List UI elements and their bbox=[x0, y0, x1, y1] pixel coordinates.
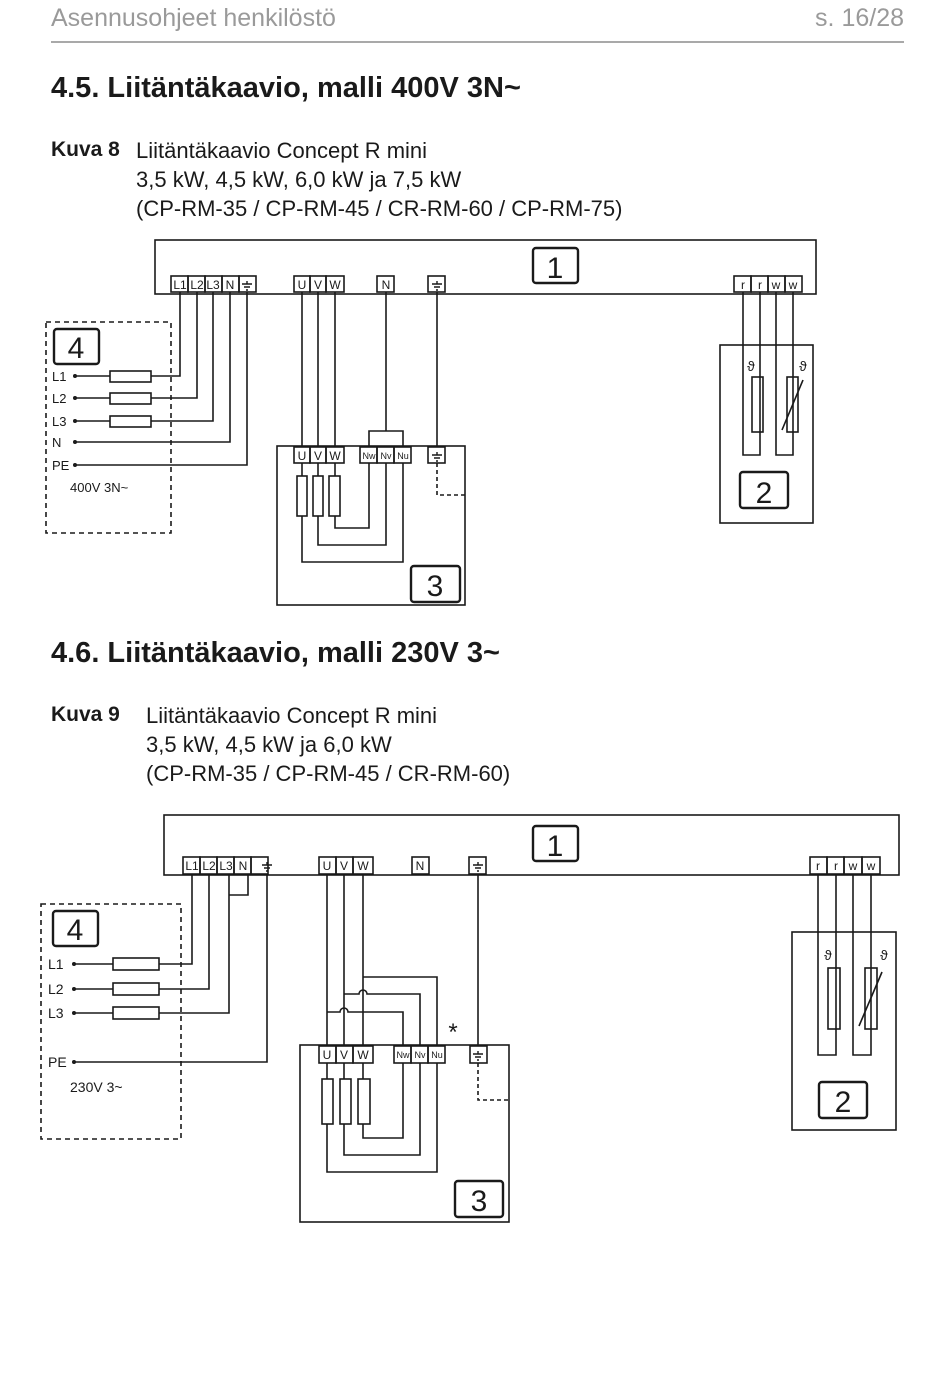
terminal-label: L1 bbox=[185, 859, 199, 873]
supply-label: N bbox=[52, 435, 61, 450]
asterisk-note: * bbox=[448, 1019, 457, 1046]
supply-label: PE bbox=[52, 458, 70, 473]
supply-voltage-text: 230V 3~ bbox=[70, 1079, 123, 1095]
box-number-3: 3 bbox=[427, 570, 444, 603]
terminal-label: U bbox=[298, 449, 307, 463]
terminal-label: L2 bbox=[202, 859, 216, 873]
caption-line: 3,5 kW, 4,5 kW, 6,0 kW ja 7,5 kW bbox=[136, 167, 462, 192]
figure-label-8: Kuva 8 bbox=[51, 138, 120, 161]
terminal-label: W bbox=[329, 278, 341, 292]
terminal-label: N bbox=[382, 278, 391, 292]
terminal-label: N bbox=[226, 278, 235, 292]
terminal-label: L3 bbox=[219, 859, 233, 873]
terminal-label: U bbox=[323, 1048, 332, 1062]
terminal-label: W bbox=[357, 859, 369, 873]
box-number-2: 2 bbox=[756, 477, 773, 510]
terminal-label: V bbox=[340, 1048, 348, 1062]
terminal-label: w bbox=[788, 278, 798, 292]
terminal-label: V bbox=[314, 449, 322, 463]
document-title: Asennusohjeet henkilöstö bbox=[51, 4, 336, 32]
heater-box-3 bbox=[299, 1044, 510, 1223]
terminal-label: r bbox=[834, 859, 838, 873]
header-rule bbox=[51, 41, 904, 43]
wiring-diagram-400v: 1 2 3 4 L1 L2 L3 N U V W N r r w w U V W… bbox=[45, 239, 817, 606]
section-heading-4-6: 4.6. Liitäntäkaavio, malli 230V 3~ bbox=[51, 637, 500, 669]
terminal-label: N bbox=[416, 859, 425, 873]
sensor-symbol-icon: ϑ bbox=[824, 947, 832, 963]
terminal-label: w bbox=[866, 859, 876, 873]
sensor-symbol-icon: ϑ bbox=[880, 947, 888, 963]
box-number-1: 1 bbox=[547, 252, 564, 285]
terminal-label: V bbox=[314, 278, 322, 292]
sensor-box-2 bbox=[791, 931, 897, 1131]
heater-box-3 bbox=[276, 445, 466, 606]
terminal-label: r bbox=[741, 278, 745, 292]
unit-1-box bbox=[163, 814, 900, 876]
terminal-label: U bbox=[323, 859, 332, 873]
terminal-label: Nv bbox=[381, 451, 392, 461]
supply-label: L3 bbox=[52, 414, 66, 429]
unit-1-box bbox=[154, 239, 817, 295]
terminal-label: r bbox=[758, 278, 762, 292]
figure-label-9: Kuva 9 bbox=[51, 703, 120, 726]
supply-label: L2 bbox=[52, 391, 66, 406]
caption-line: Liitäntäkaavio Concept R mini bbox=[136, 138, 428, 163]
sensor-symbol-icon: ϑ bbox=[799, 358, 807, 374]
supply-box-4 bbox=[45, 321, 172, 534]
figure-caption-8: Liitäntäkaavio Concept R mini 3,5 kW, 4,… bbox=[136, 136, 622, 223]
terminal-label: w bbox=[848, 859, 858, 873]
sensor-symbol-icon: ϑ bbox=[747, 358, 755, 374]
terminal-label: Nw bbox=[397, 1050, 410, 1060]
terminal-label: r bbox=[816, 859, 820, 873]
caption-line: (CP-RM-35 / CP-RM-45 / CR-RM-60) bbox=[146, 761, 511, 786]
wiring-diagram-230v: 1 2 3 4 L1 L2 L3 N U V W N r r w w U V W… bbox=[40, 814, 900, 1223]
caption-line: 3,5 kW, 4,5 kW ja 6,0 kW bbox=[146, 732, 392, 757]
terminal-label: Nv bbox=[415, 1050, 426, 1060]
page-number: s. 16/28 bbox=[815, 4, 904, 32]
terminal-label: L2 bbox=[190, 278, 204, 292]
terminal-label: Nu bbox=[397, 451, 409, 461]
supply-label: L2 bbox=[48, 981, 64, 997]
supply-voltage-text: 400V 3N~ bbox=[70, 480, 129, 495]
caption-line: (CP-RM-35 / CP-RM-45 / CR-RM-60 / CP-RM-… bbox=[136, 196, 623, 221]
box-number-4: 4 bbox=[67, 914, 84, 947]
terminal-label: W bbox=[357, 1048, 369, 1062]
section-heading-4-5: 4.5. Liitäntäkaavio, malli 400V 3N~ bbox=[51, 72, 521, 104]
box-number-2: 2 bbox=[835, 1086, 852, 1119]
sensor-box-2 bbox=[719, 344, 814, 524]
terminal-label: Nw bbox=[363, 451, 376, 461]
caption-line: Liitäntäkaavio Concept R mini bbox=[146, 703, 438, 728]
terminal-label: N bbox=[239, 859, 248, 873]
terminal-label: W bbox=[329, 449, 341, 463]
terminal-label: Nu bbox=[431, 1050, 443, 1060]
terminal-label: V bbox=[340, 859, 348, 873]
box-number-1: 1 bbox=[547, 830, 564, 863]
box-number-4: 4 bbox=[68, 332, 85, 365]
terminal-label: U bbox=[298, 278, 307, 292]
supply-box-4 bbox=[40, 903, 182, 1140]
terminal-label: L1 bbox=[173, 278, 187, 292]
box-number-3: 3 bbox=[471, 1185, 488, 1218]
terminal-label: w bbox=[771, 278, 781, 292]
supply-label: PE bbox=[48, 1054, 67, 1070]
figure-caption-9: Liitäntäkaavio Concept R mini 3,5 kW, 4,… bbox=[146, 701, 510, 788]
terminal-label: L3 bbox=[206, 278, 220, 292]
supply-label: L3 bbox=[48, 1005, 64, 1021]
supply-label: L1 bbox=[52, 369, 66, 384]
supply-label: L1 bbox=[48, 956, 64, 972]
